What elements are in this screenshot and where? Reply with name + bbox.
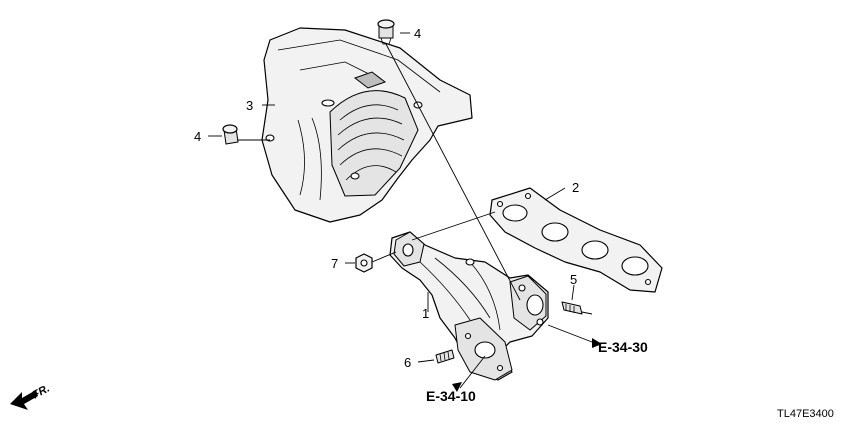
callout-5: 5: [570, 272, 577, 287]
front-label: FR.: [30, 383, 51, 402]
leader-lines: [208, 32, 593, 389]
exhaust-manifold: [389, 231, 549, 381]
flange-bolt-top: [377, 19, 395, 45]
callout-7: 7: [331, 256, 338, 271]
arrow-e3410: [452, 382, 462, 392]
flange-nut: [355, 253, 373, 273]
flange-bolt-left: [222, 124, 239, 145]
diagram-code: TL47E3400: [777, 408, 834, 420]
front-direction-indicator: FR.: [10, 383, 52, 410]
heat-shield: [261, 27, 473, 223]
callout-1: 1: [422, 306, 429, 321]
stud-bolt-lower: [435, 349, 455, 364]
stud-bolt-upper: [561, 301, 583, 315]
callout-4-left: 4: [194, 129, 201, 144]
exhaust-manifold-gasket: [489, 187, 663, 293]
reference-e-34-10: E-34-10: [426, 388, 476, 404]
callout-4-top: 4: [414, 26, 421, 41]
reference-e-34-30: E-34-30: [598, 339, 648, 355]
arrow-e3430: [592, 338, 602, 348]
callout-3: 3: [246, 98, 253, 113]
callout-6: 6: [404, 355, 411, 370]
callout-2: 2: [572, 180, 579, 195]
front-arrow-icon: [10, 390, 38, 410]
